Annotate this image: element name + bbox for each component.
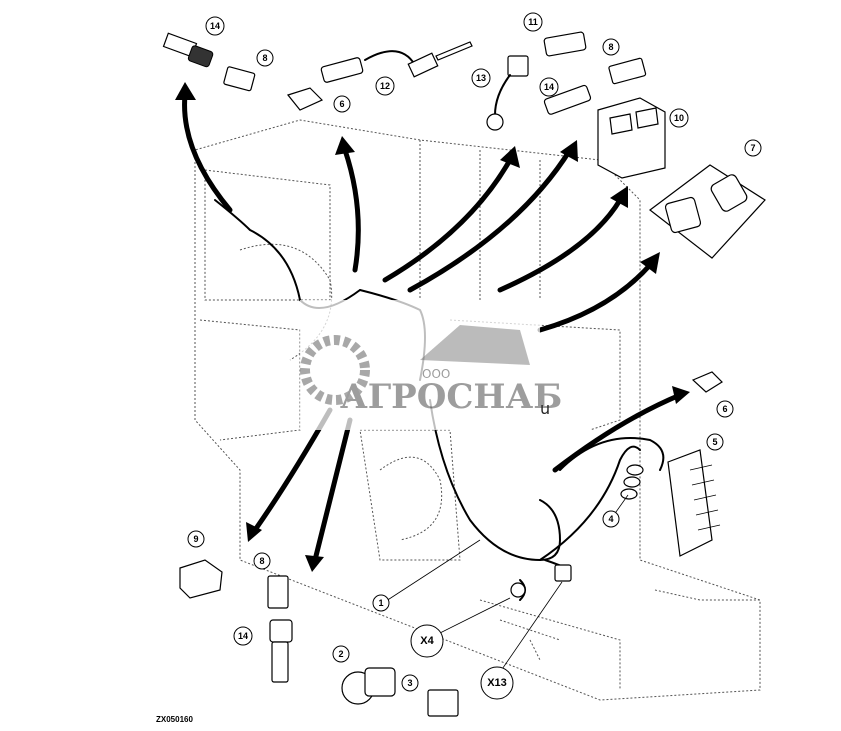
component-14-top-right [543, 84, 592, 115]
svg-text:8: 8 [608, 42, 613, 52]
component-8-top-right [608, 57, 647, 85]
svg-text:2: 2 [338, 649, 343, 659]
svg-text:4: 4 [608, 514, 613, 524]
figure-id: ZX050160 [156, 715, 193, 724]
callout-1: 1 [372, 594, 390, 612]
svg-text:X13: X13 [487, 677, 507, 689]
component-11 [543, 31, 587, 57]
callout-4: 4 [602, 510, 620, 528]
component-2 [341, 667, 396, 705]
connector-label-x4: X4 [410, 624, 444, 658]
callout-3: 3 [401, 674, 419, 692]
svg-text:1: 1 [378, 598, 383, 608]
callout-12: 12 [375, 76, 395, 96]
svg-text:10: 10 [674, 113, 684, 123]
callout-6-right: 6 [716, 400, 734, 418]
callout-14-top-left: 14 [205, 16, 225, 36]
svg-text:8: 8 [259, 556, 264, 566]
component-13 [486, 55, 529, 131]
direction-arrows [175, 82, 690, 572]
callout-9: 9 [187, 530, 205, 548]
component-12 [320, 41, 473, 83]
harness-connector-x4-part [510, 582, 526, 598]
watermark-suffix: u [540, 399, 550, 418]
component-14-top-left [162, 32, 214, 68]
callout-11: 11 [523, 12, 543, 32]
svg-text:X4: X4 [420, 635, 434, 647]
svg-text:11: 11 [528, 17, 538, 27]
svg-text:13: 13 [476, 73, 486, 83]
callout-8-bottom: 8 [253, 552, 271, 570]
component-3 [427, 689, 459, 717]
watermark-prefix: ООО [422, 367, 450, 381]
callout-6-top: 6 [333, 95, 351, 113]
svg-text:5: 5 [712, 437, 717, 447]
component-6-top [286, 87, 324, 111]
callout-13: 13 [471, 68, 491, 88]
component-10 [597, 97, 666, 179]
callout-2: 2 [332, 645, 350, 663]
svg-text:8: 8 [262, 53, 267, 63]
svg-text:12: 12 [380, 81, 390, 91]
component-9 [179, 559, 223, 599]
svg-text:7: 7 [750, 143, 755, 153]
callout-5: 5 [706, 433, 724, 451]
component-6-right [691, 371, 723, 393]
component-14-bottom [269, 619, 293, 683]
callout-8-top-left: 8 [256, 49, 274, 67]
svg-text:6: 6 [722, 404, 727, 414]
svg-text:14: 14 [238, 631, 248, 641]
component-5 [667, 449, 721, 557]
component-8-bottom [267, 575, 289, 609]
callout-8-top-right: 8 [602, 38, 620, 56]
component-4 [620, 464, 644, 500]
callout-7: 7 [744, 139, 762, 157]
connector-label-x13: X13 [480, 666, 514, 700]
callout-14-bottom: 14 [233, 626, 253, 646]
svg-text:14: 14 [544, 82, 554, 92]
svg-text:6: 6 [339, 99, 344, 109]
svg-text:3: 3 [407, 678, 412, 688]
svg-text:9: 9 [193, 534, 198, 544]
svg-text:14: 14 [210, 21, 220, 31]
callout-14-top-right: 14 [539, 77, 559, 97]
component-7 [649, 164, 766, 259]
watermark: ООО АГРОСНАБ u [300, 300, 562, 430]
watermark-company: АГРОСНАБ [340, 377, 562, 417]
callout-10: 10 [669, 108, 689, 128]
component-8-top-left [223, 66, 256, 92]
harness-connector-x13-part [554, 564, 572, 582]
